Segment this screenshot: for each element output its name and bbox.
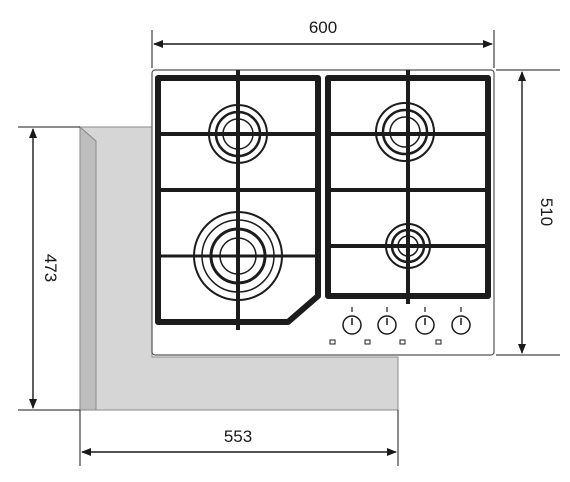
dimension-bottom-width: 553 xyxy=(79,410,399,466)
knob-1 xyxy=(329,307,362,345)
dimension-left-depth: 473 xyxy=(18,126,80,411)
burner-wok-front-left xyxy=(193,211,283,301)
label-depth-left: 473 xyxy=(41,254,60,282)
cutout-side-face xyxy=(79,125,97,411)
control-knobs xyxy=(329,307,471,345)
knob-3 xyxy=(399,307,435,345)
burner-medium-rear-right xyxy=(375,102,435,162)
label-depth-right: 510 xyxy=(537,198,556,226)
hob xyxy=(151,69,495,356)
left-grate xyxy=(155,70,321,330)
countertop-cutout xyxy=(78,125,399,411)
label-width-top: 600 xyxy=(309,18,337,37)
left-grate-frame xyxy=(155,75,321,325)
burner-medium-rear-left xyxy=(208,104,268,164)
knob-4 xyxy=(435,307,471,345)
knob-2 xyxy=(364,307,397,345)
dimension-top-width: 600 xyxy=(151,18,495,68)
burner-small-front-right xyxy=(385,223,431,269)
right-grate xyxy=(325,70,491,304)
hob-glass-surface xyxy=(151,69,495,356)
label-width-bottom: 553 xyxy=(224,427,252,446)
dimension-right-depth: 510 xyxy=(496,69,560,356)
